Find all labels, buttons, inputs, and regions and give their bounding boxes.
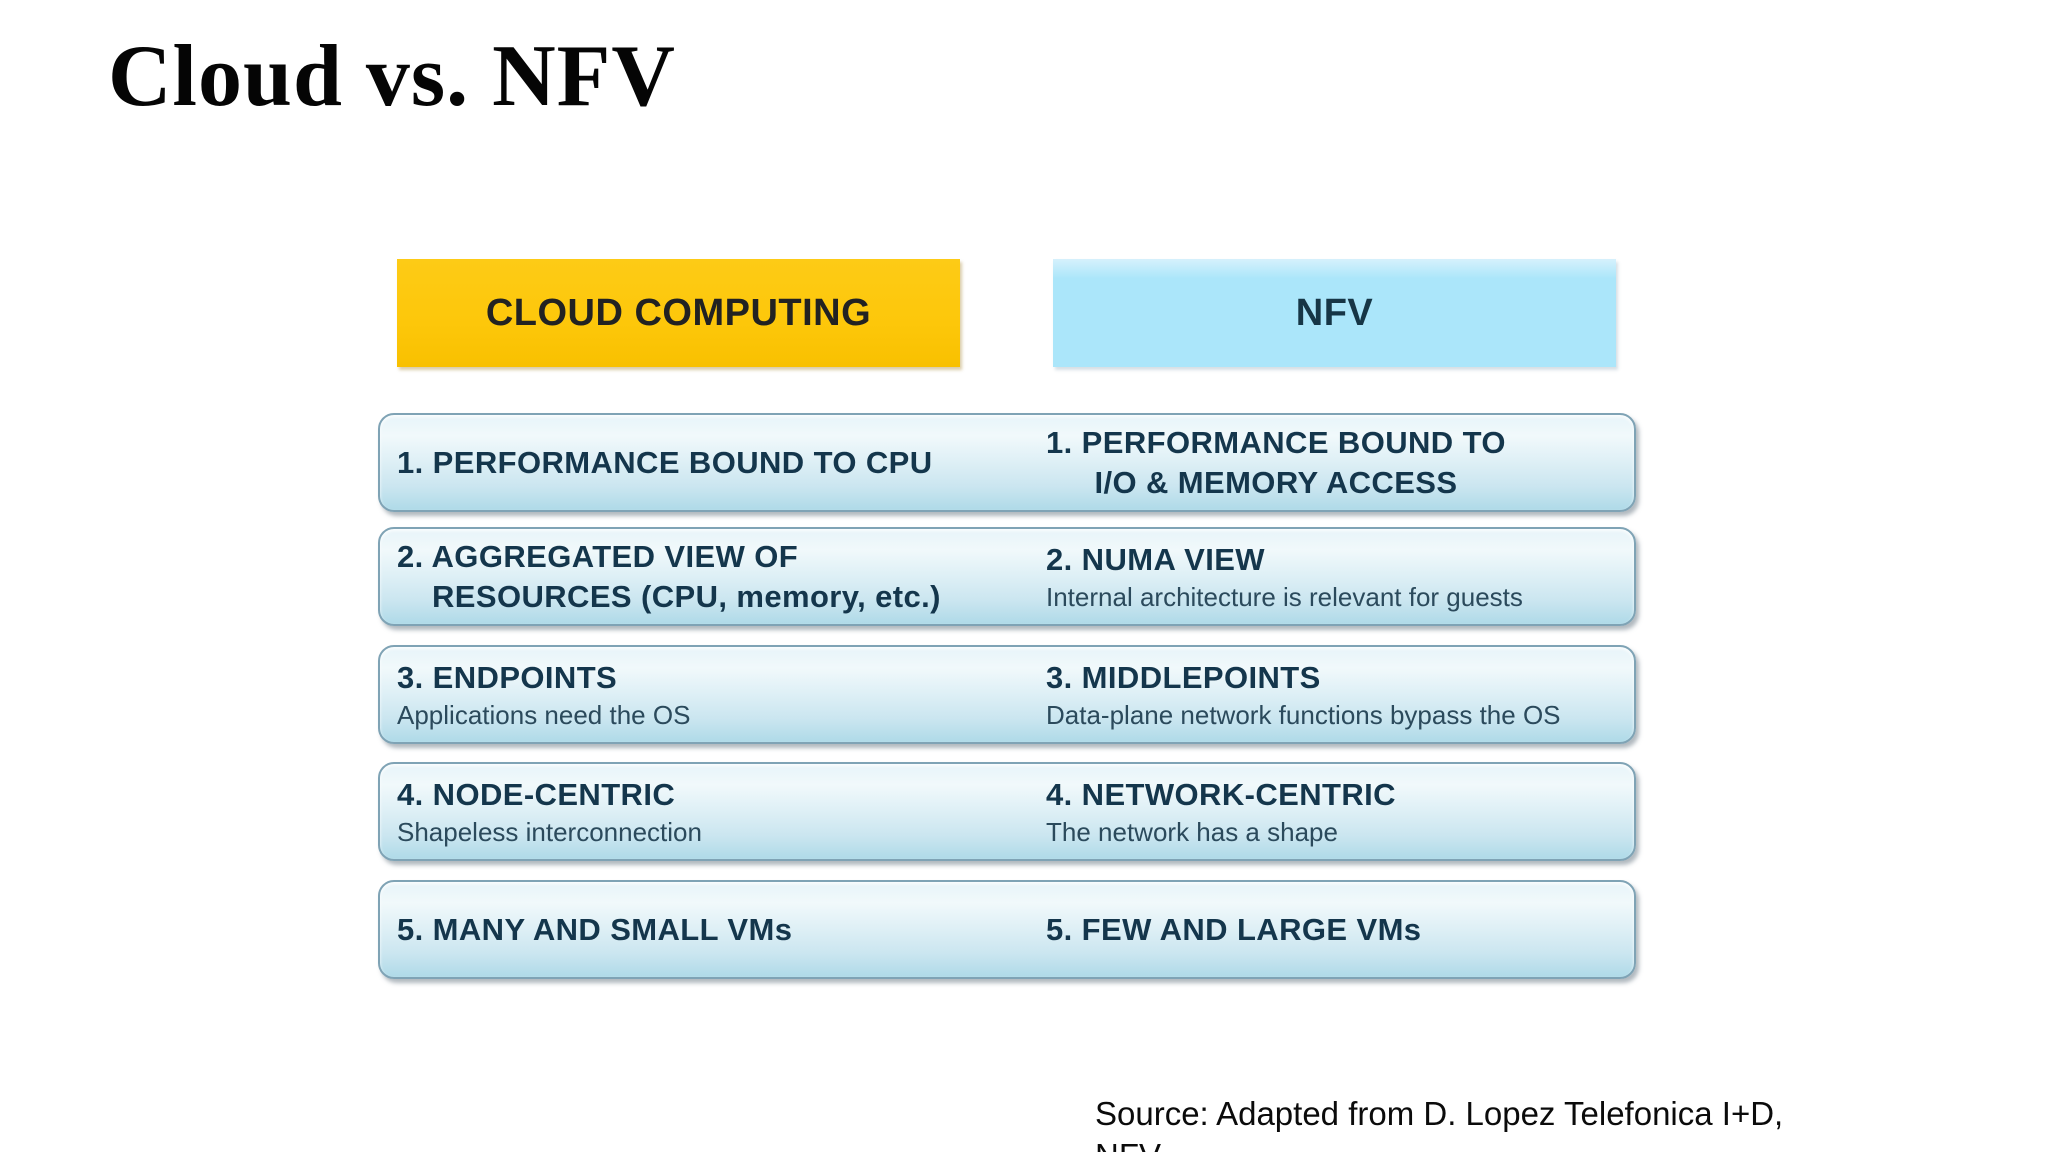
row-subtitle: The network has a shape	[1046, 817, 1338, 848]
nfv-cell: 5. FEW AND LARGE VMs	[1046, 882, 1621, 977]
row-heading-line2: I/O & MEMORY ACCESS	[1094, 464, 1458, 500]
row-heading-line1: 5. FEW AND LARGE VMs	[1046, 911, 1422, 947]
cloud-cell: 2. AGGREGATED VIEW OF RESOURCES (CPU, me…	[397, 529, 1042, 624]
comparison-row-3: 3. ENDPOINTS Applications need the OS 3.…	[378, 645, 1636, 744]
nfv-cell: 4. NETWORK-CENTRIC The network has a sha…	[1046, 764, 1621, 859]
nfv-header: NFV	[1053, 259, 1616, 367]
nfv-cell: 3. MIDDLEPOINTS Data-plane network funct…	[1046, 647, 1621, 742]
row-heading: 5. MANY AND SMALL VMs	[397, 910, 792, 950]
row-heading: 4. NETWORK-CENTRIC	[1046, 775, 1396, 815]
row-subtitle: Data-plane network functions bypass the …	[1046, 700, 1561, 731]
row-subtitle: Shapeless interconnection	[397, 817, 702, 848]
row-heading-line2: RESOURCES (CPU, memory, etc.)	[432, 578, 941, 614]
row-heading: 3. ENDPOINTS	[397, 658, 617, 698]
row-heading-line1: 2. NUMA VIEW	[1046, 541, 1265, 577]
row-heading: 2. AGGREGATED VIEW OF RESOURCES (CPU, me…	[397, 537, 941, 616]
comparison-row-1: 1. PERFORMANCE BOUND TO CPU 1. PERFORMAN…	[378, 413, 1636, 512]
cloud-cell: 3. ENDPOINTS Applications need the OS	[397, 647, 1042, 742]
row-heading: 2. NUMA VIEW	[1046, 540, 1265, 580]
nfv-header-label: NFV	[1295, 291, 1374, 334]
cloud-computing-header: CLOUD COMPUTING	[397, 259, 960, 367]
row-heading: 4. NODE-CENTRIC	[397, 775, 675, 815]
row-heading-line1: 3. ENDPOINTS	[397, 659, 618, 695]
nfv-cell: 2. NUMA VIEW Internal architecture is re…	[1046, 529, 1621, 624]
comparison-row-2: 2. AGGREGATED VIEW OF RESOURCES (CPU, me…	[378, 527, 1636, 626]
source-attribution: Source: Adapted from D. Lopez Telefonica…	[1095, 1093, 1783, 1152]
row-subtitle: Applications need the OS	[397, 700, 691, 731]
cloud-cell: 1. PERFORMANCE BOUND TO CPU	[397, 415, 1042, 510]
row-heading-line1: 4. NODE-CENTRIC	[397, 776, 676, 812]
cloud-computing-header-label: CLOUD COMPUTING	[485, 291, 872, 334]
row-heading: 5. FEW AND LARGE VMs	[1046, 910, 1421, 950]
row-heading: 3. MIDDLEPOINTS	[1046, 658, 1321, 698]
row-heading-line1: 1. PERFORMANCE BOUND TO CPU	[397, 444, 933, 480]
source-line2: NFV	[1095, 1135, 1783, 1152]
comparison-row-5: 5. MANY AND SMALL VMs 5. FEW AND LARGE V…	[378, 880, 1636, 979]
cloud-cell: 4. NODE-CENTRIC Shapeless interconnectio…	[397, 764, 1042, 859]
comparison-row-4: 4. NODE-CENTRIC Shapeless interconnectio…	[378, 762, 1636, 861]
nfv-cell: 1. PERFORMANCE BOUND TO I/O & MEMORY ACC…	[1046, 415, 1621, 510]
source-line1: Source: Adapted from D. Lopez Telefonica…	[1095, 1095, 1784, 1132]
row-heading-line1: 4. NETWORK-CENTRIC	[1046, 776, 1396, 812]
row-heading: 1. PERFORMANCE BOUND TO CPU	[397, 443, 933, 483]
row-heading-line1: 3. MIDDLEPOINTS	[1046, 659, 1321, 695]
row-heading-line1: 2. AGGREGATED VIEW OF	[397, 538, 799, 574]
row-heading: 1. PERFORMANCE BOUND TO I/O & MEMORY ACC…	[1046, 423, 1506, 502]
row-subtitle: Internal architecture is relevant for gu…	[1046, 582, 1523, 613]
page-title: Cloud vs. NFV	[108, 28, 676, 125]
row-heading-line1: 1. PERFORMANCE BOUND TO	[1046, 424, 1506, 460]
cloud-cell: 5. MANY AND SMALL VMs	[397, 882, 1042, 977]
row-heading-line1: 5. MANY AND SMALL VMs	[397, 911, 793, 947]
